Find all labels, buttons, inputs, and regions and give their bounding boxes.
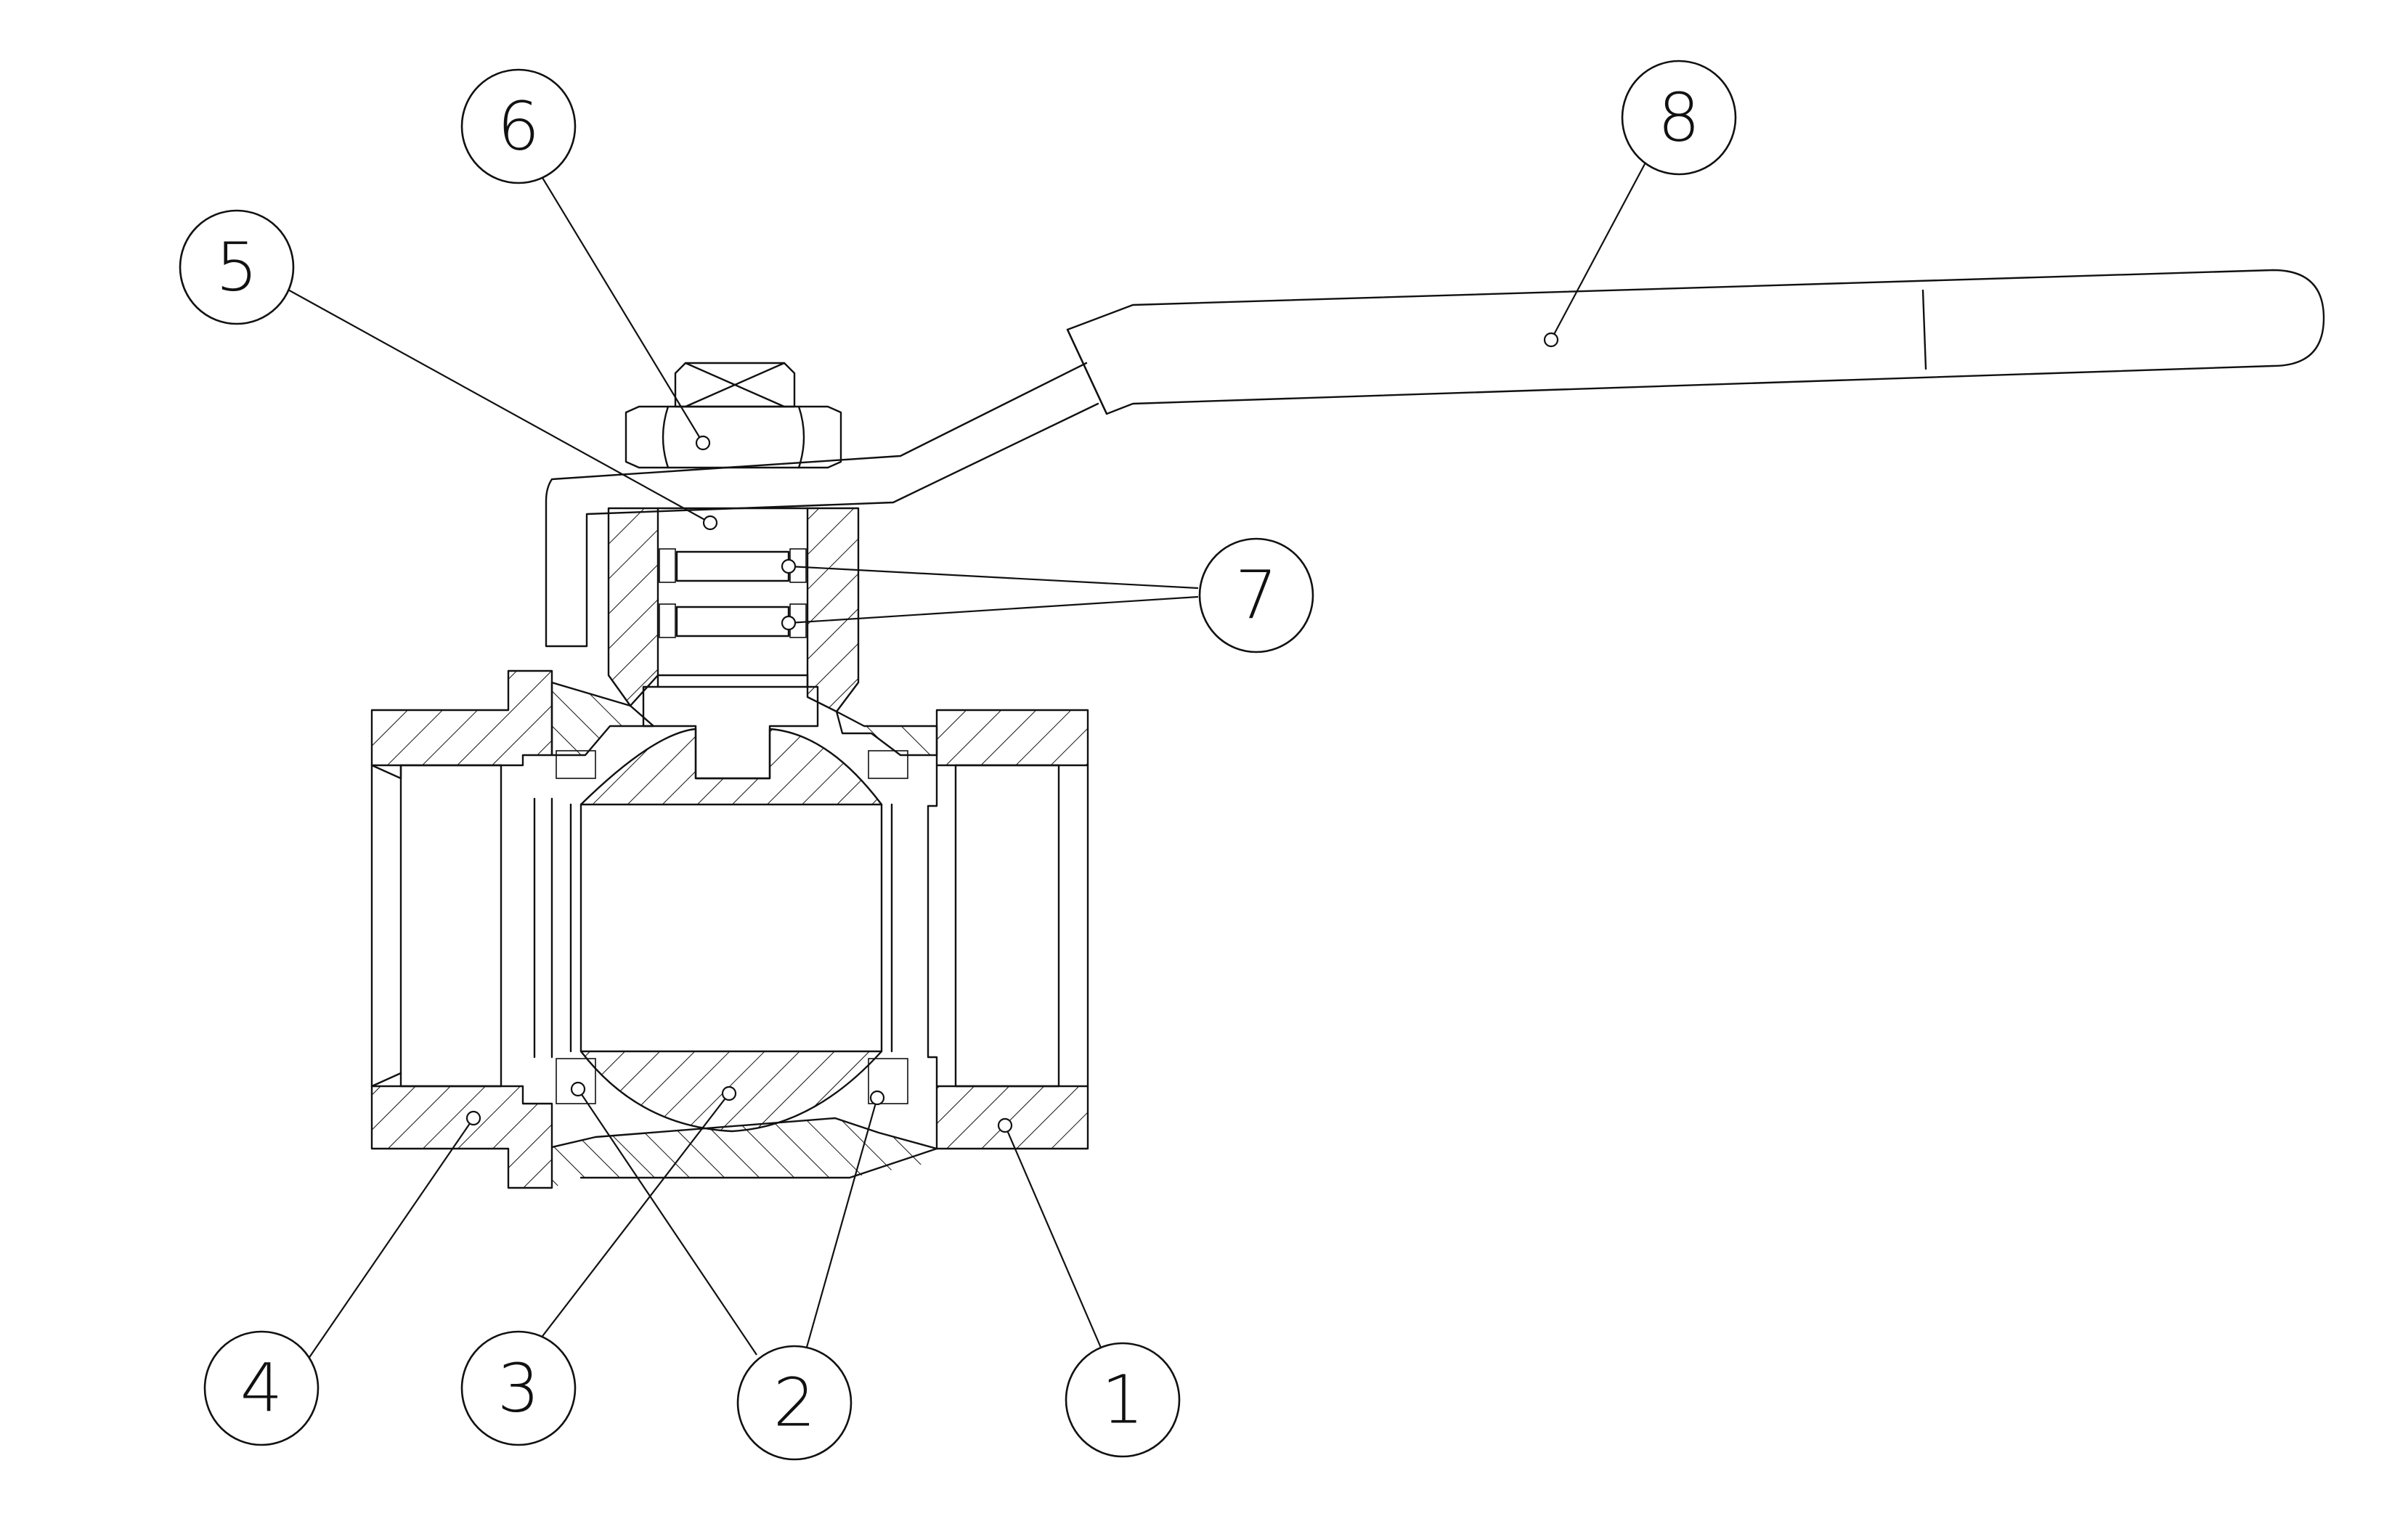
callout-8: 8 bbox=[1621, 60, 1737, 176]
leader-lines bbox=[259, 162, 1646, 1431]
stem-nut bbox=[625, 362, 842, 469]
callout-4-label: 4 bbox=[240, 1350, 283, 1427]
callout-7: 7 bbox=[1198, 537, 1314, 653]
callout-5: 5 bbox=[179, 209, 295, 325]
callout-3-label: 3 bbox=[497, 1350, 540, 1427]
valve-body bbox=[370, 507, 1089, 1189]
callout-2: 2 bbox=[736, 1345, 853, 1461]
callout-8-label: 8 bbox=[1658, 79, 1701, 157]
callout-2-label: 2 bbox=[773, 1364, 816, 1442]
handle-lever bbox=[545, 269, 2325, 648]
callout-6-label: 6 bbox=[497, 88, 540, 166]
callout-4: 4 bbox=[203, 1330, 320, 1446]
callout-1: 1 bbox=[1065, 1342, 1181, 1458]
callout-6: 6 bbox=[460, 68, 577, 184]
part-marker-dots bbox=[465, 332, 1559, 1133]
ball bbox=[569, 728, 893, 1133]
callout-1-label: 1 bbox=[1102, 1361, 1144, 1439]
callout-3: 3 bbox=[460, 1330, 577, 1446]
callout-5-label: 5 bbox=[216, 229, 259, 306]
callout-7-label: 7 bbox=[1235, 557, 1278, 635]
ball-seats bbox=[556, 750, 908, 1104]
